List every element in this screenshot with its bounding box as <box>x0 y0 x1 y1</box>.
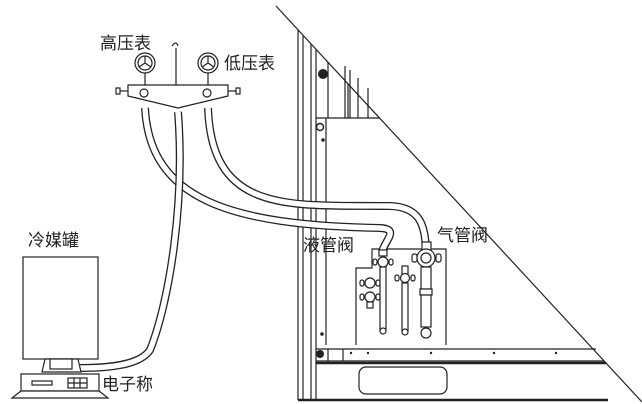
handle-slot <box>358 366 448 395</box>
gas-valve-icon <box>411 241 442 339</box>
screw-icon <box>318 69 328 79</box>
refrigerant-tank <box>22 256 99 373</box>
high-pressure-gauge-icon <box>134 52 156 74</box>
low-pressure-gauge-label: 低压表 <box>224 54 275 74</box>
cut-edge-line <box>275 5 642 403</box>
electronic-scale-label: 电子称 <box>102 375 153 395</box>
refrigerant-tank-label: 冷媒罐 <box>28 231 79 251</box>
electronic-scale <box>10 373 110 399</box>
low-pressure-gauge-icon <box>197 52 219 74</box>
manifold-gauge-set <box>115 42 241 109</box>
screw-icon <box>316 350 324 358</box>
gas-valve-label: 气管阀 <box>437 226 488 246</box>
high-pressure-gauge-label: 高压表 <box>100 34 151 54</box>
liquid-valve-icon <box>359 249 416 336</box>
hoses <box>79 107 430 372</box>
liquid-valve-label: 液管阀 <box>303 236 354 256</box>
